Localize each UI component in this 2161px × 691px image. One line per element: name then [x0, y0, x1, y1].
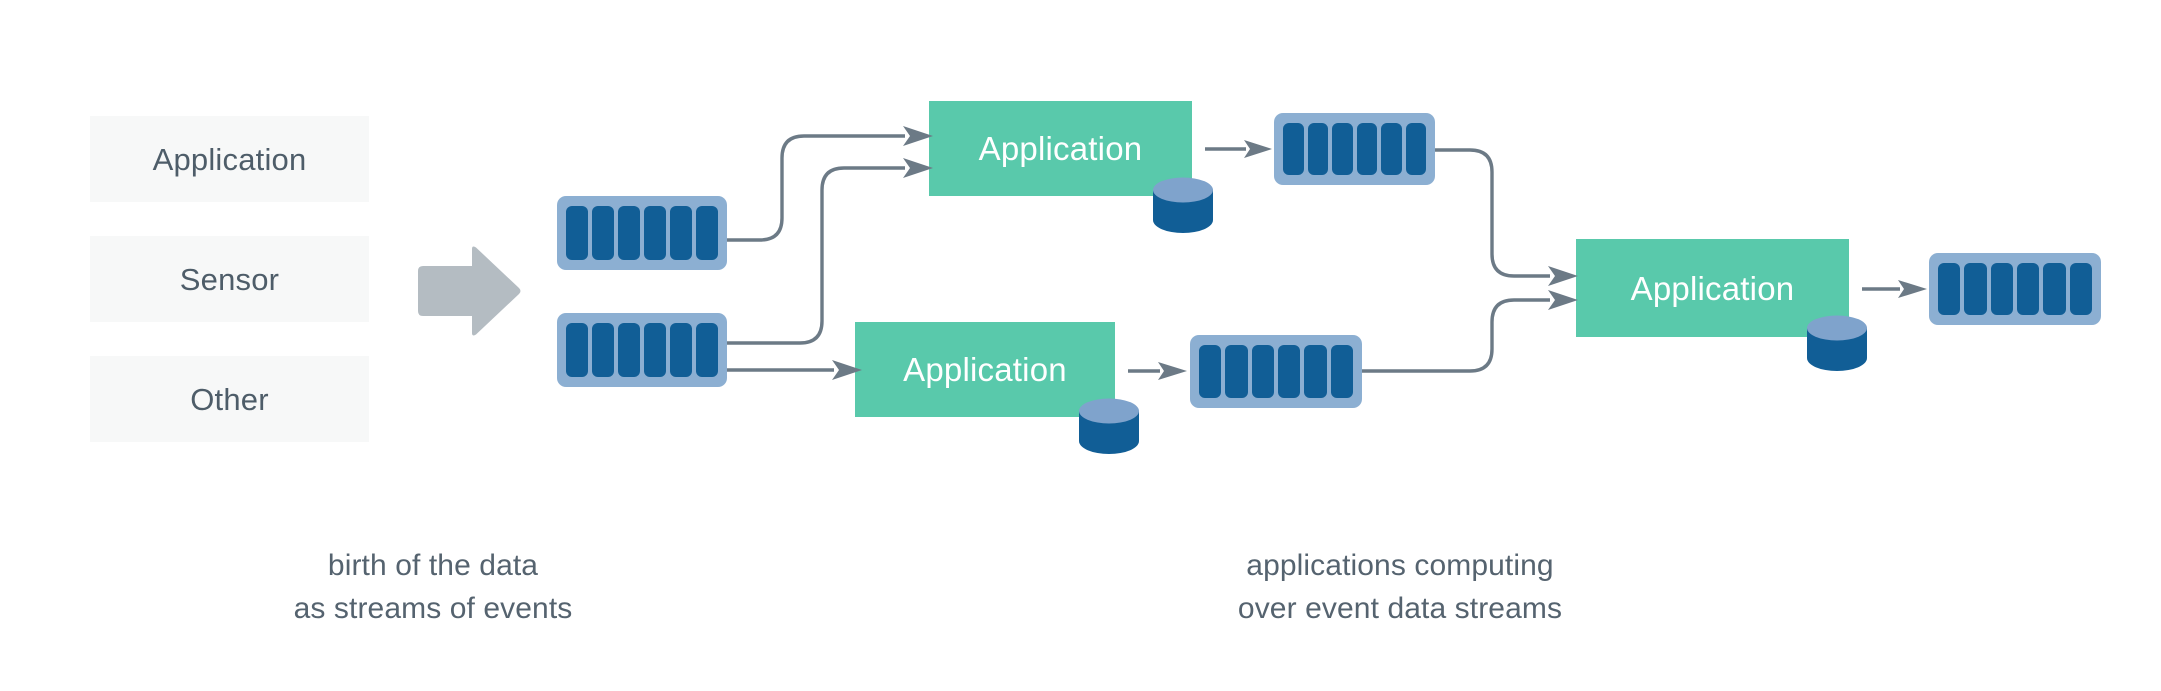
- stream-segment: [1381, 123, 1402, 175]
- stream-segment: [2043, 263, 2066, 315]
- stream-segment: [644, 323, 666, 377]
- connector-stream-top-out-to-app-final: [1435, 148, 1550, 278]
- application-final-label: Application: [1630, 269, 1795, 307]
- application-top-label: Application: [978, 130, 1143, 167]
- stream-segment: [1225, 345, 1248, 398]
- application-mid-label: Application: [903, 351, 1067, 388]
- stream-segment: [1251, 345, 1274, 398]
- application-top[interactable]: Application: [929, 101, 1192, 196]
- caption-right-line1: applications computing: [1246, 549, 1554, 582]
- source-box-sensor[interactable]: Sensor: [90, 236, 369, 322]
- stream-segment: [1964, 263, 1987, 315]
- stream-segment: [670, 206, 692, 260]
- caption-left-line2: as streams of events: [293, 591, 573, 625]
- stream-segment: [1307, 123, 1328, 175]
- arrowhead-icon: [1158, 362, 1187, 380]
- source-label-sensor: Sensor: [179, 261, 280, 297]
- stream-segment: [1405, 123, 1426, 175]
- arrowhead-icon: [1898, 280, 1927, 298]
- stream-segment: [1938, 263, 1961, 315]
- stream-app-top-out[interactable]: [1274, 113, 1435, 185]
- arrowhead-icon: [1548, 290, 1578, 310]
- stream-segment: [2069, 263, 2092, 315]
- stream-segment: [592, 206, 614, 260]
- stream-segment: [1283, 123, 1304, 175]
- block-arrow-right-icon: [414, 245, 524, 337]
- stream-segment: [696, 323, 718, 377]
- source-label-application: Application: [152, 141, 307, 177]
- stream-segment: [1990, 263, 2013, 315]
- stream-segment: [1304, 345, 1327, 398]
- connector-stream-bottom-to-app-top: [727, 166, 905, 345]
- stream-segment: [670, 323, 692, 377]
- arrowhead-icon: [1244, 140, 1272, 158]
- stream-segment: [566, 323, 588, 377]
- database-cylinder-icon: [1078, 398, 1140, 454]
- stream-segment: [644, 206, 666, 260]
- arrowhead-icon: [1548, 266, 1578, 286]
- stream-segment: [566, 206, 588, 260]
- stream-segment: [1356, 123, 1377, 175]
- connector-stream-top-to-app-top: [727, 134, 905, 242]
- database-cylinder-icon: [1806, 315, 1868, 371]
- caption-left: birth of the data as streams of events: [183, 545, 683, 630]
- stream-segment: [2016, 263, 2040, 315]
- caption-left-line1: birth of the data: [327, 549, 539, 582]
- stream-segment: [1199, 345, 1222, 398]
- database-cylinder-icon: [1152, 177, 1214, 233]
- source-label-other: Other: [190, 381, 269, 417]
- stream-segment: [618, 323, 640, 377]
- caption-right-line2: over event data streams: [1237, 591, 1563, 625]
- stream-segment: [592, 323, 614, 377]
- source-box-other[interactable]: Other: [90, 356, 369, 442]
- source-box-application[interactable]: Application: [90, 116, 369, 202]
- connector-stream-mid-out-to-app-final: [1362, 298, 1550, 373]
- stream-segment: [1330, 345, 1353, 398]
- stream-source-bottom[interactable]: [557, 313, 727, 387]
- stream-app-mid-out[interactable]: [1190, 335, 1362, 408]
- stream-source-top[interactable]: [557, 196, 727, 270]
- stream-segment: [1332, 123, 1353, 175]
- application-mid[interactable]: Application: [855, 322, 1115, 417]
- stream-app-final-out[interactable]: [1929, 253, 2101, 325]
- application-final[interactable]: Application: [1576, 239, 1849, 337]
- stream-segment: [618, 206, 640, 260]
- stream-segment: [696, 206, 718, 260]
- stream-segment: [1277, 345, 1301, 398]
- caption-right: applications computing over event data s…: [1130, 545, 1670, 630]
